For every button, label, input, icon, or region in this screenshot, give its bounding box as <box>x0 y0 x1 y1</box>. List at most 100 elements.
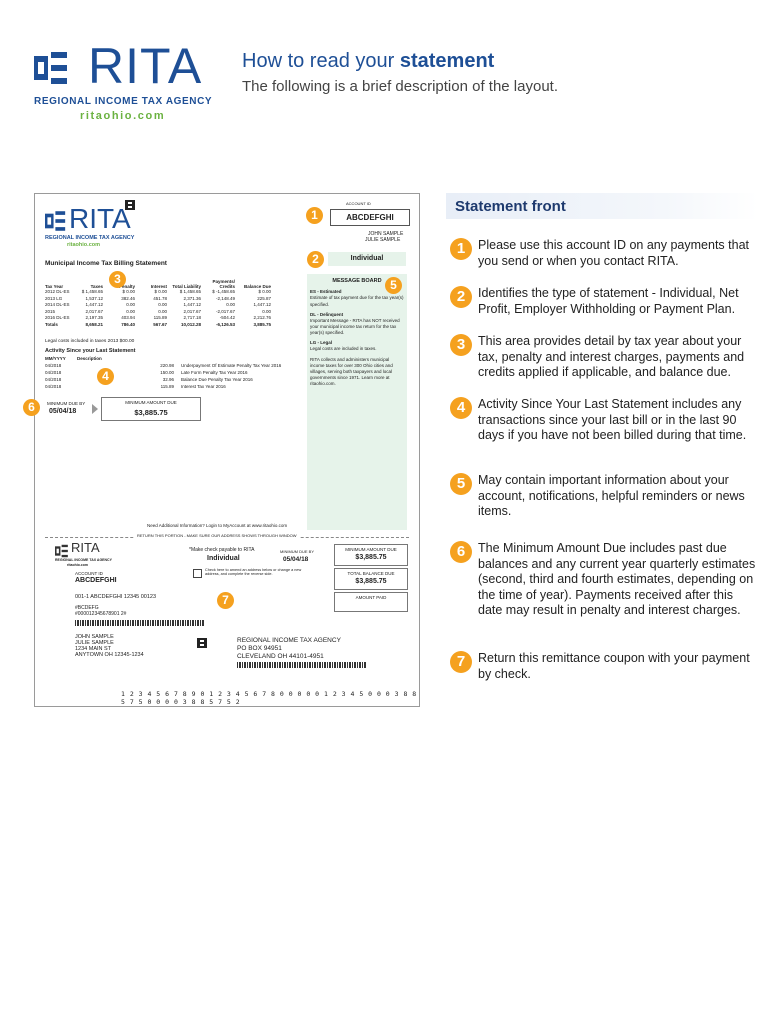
message-board: MESSAGE BOARD ES - Estimated Estimate of… <box>307 274 407 530</box>
payable-note: *Make check payable to RITA <box>189 547 255 553</box>
statement-logo-text: RITA <box>69 203 131 234</box>
coupon-account-type: Individual <box>207 555 240 562</box>
table-cell: 2015 <box>45 308 56 314</box>
min-amount-label: MINIMUM AMOUNT DUE <box>125 400 177 405</box>
message-heading: ES - Estimated <box>310 289 342 295</box>
page-title-pre: How to read your <box>242 50 400 72</box>
table-cell: 1,447.12 <box>183 302 201 307</box>
mail-name-2: JULIE SAMPLE <box>75 640 114 646</box>
activity-date: 04/2018 <box>45 370 62 375</box>
table-cell: 2013 LG <box>45 295 63 301</box>
account-holder-2: JULIE SAMPLE <box>365 237 401 243</box>
statement-front-title: Statement front <box>455 198 566 215</box>
table-cell: 2016 DL-ES <box>45 315 70 320</box>
table-cell: 567.67 <box>153 321 167 327</box>
col-payments-credits: Payments/ Credits <box>212 279 235 289</box>
table-cell: 0.00 <box>126 302 135 307</box>
coupon-code-1: #BCDEFG <box>75 605 99 611</box>
return-portion-note: RETURN THIS PORTION - MAKE SURE OUR ADDR… <box>135 533 299 539</box>
table-cell: 115.89 <box>153 315 167 320</box>
table-cell: 0.00 <box>126 308 135 314</box>
activity-title: Activity Since your Last Statement <box>45 348 136 354</box>
table-cell: 2014 DL-ES <box>45 302 70 307</box>
table-cell: 8,658.21 <box>85 321 103 327</box>
number-badge: 2 <box>450 286 472 308</box>
message-text: Estimate of tax payment due for the tax … <box>310 295 404 307</box>
amount-paid-box[interactable]: AMOUNT PAID <box>334 592 408 612</box>
amount-paid-label: AMOUNT PAID <box>355 595 387 600</box>
account-type-box: Individual <box>328 252 406 266</box>
table-cell: -2,148.49 <box>215 295 235 301</box>
coupon-min-due-date: 05/04/18 <box>283 556 309 563</box>
address-change-checkbox[interactable] <box>193 569 202 578</box>
message-text: RITA collects and administers municipal … <box>310 356 393 387</box>
table-cell: 1,447.12 <box>253 302 271 307</box>
number-badge: 6 <box>450 541 472 563</box>
marker-3: 3 <box>109 271 126 288</box>
table-cell: 10,012.28 <box>180 321 201 327</box>
coupon-account-id-label: ACCOUNT ID <box>75 571 103 576</box>
activity-amount: 220.98 <box>160 363 174 368</box>
activity-amount: 150.00 <box>160 370 174 375</box>
sample-statement: RITA REGIONAL INCOME TAX AGENCY ritaohio… <box>23 193 420 707</box>
postal-barcode-icon <box>75 620 205 626</box>
activity-date: 04/2018 <box>45 377 62 382</box>
arrow-right-icon <box>92 404 98 414</box>
table-cell: -504.42 <box>219 315 235 320</box>
min-due-by-label: MINIMUM DUE BY <box>47 401 86 406</box>
activity-desc: Interest Tax Year 2016 <box>181 384 226 389</box>
account-id-label: ACCOUNT ID <box>346 201 371 206</box>
activity-col-date: MM/YYYY <box>45 356 66 361</box>
table-cell: 1,447.12 <box>85 302 103 307</box>
explanation-text: Identifies the type of statement - Indiv… <box>478 286 739 316</box>
coupon-url: ritaohio.com <box>67 563 89 567</box>
message-heading: LG - Legal <box>310 339 333 345</box>
min-amount-due-box: MINIMUM AMOUNT DUE $3,885.75 <box>101 397 201 421</box>
activity-date: 04/2018 <box>45 363 62 368</box>
activity-desc: Late Form Penalty Tax Year 2016 <box>181 370 248 375</box>
number-badge: 3 <box>450 334 472 356</box>
mail-name-1: JOHN SAMPLE <box>75 634 114 640</box>
mail-city: ANYTOWN OH 12345-1234 <box>75 652 144 658</box>
account-holder-1: JOHN SAMPLE <box>368 231 404 237</box>
explanation-text: Activity Since Your Last Statement inclu… <box>478 397 747 443</box>
page-subtitle: The following is a brief description of … <box>242 78 559 95</box>
mini-rita-logo-icon <box>45 211 66 231</box>
min-amount-value: $3,885.75 <box>134 408 168 417</box>
logo-agency-name: REGIONAL INCOME TAX AGENCY <box>34 96 213 107</box>
activity-amount: 115.89 <box>160 384 174 389</box>
activity-date: 04/2018 <box>45 384 62 389</box>
logo-rita-text: RITA <box>88 38 203 94</box>
scan-line: 1 2 3 4 5 6 7 8 9 0 1 2 3 4 5 6 7 8 0 0 … <box>121 690 417 706</box>
mail-street: 1234 MAIN ST <box>75 646 112 652</box>
message-heading: DL - Delinquent <box>310 311 344 317</box>
table-cell: 0.00 <box>158 308 167 314</box>
rita-postal-barcode-icon <box>237 662 367 668</box>
table-cell: 0.00 <box>226 302 235 307</box>
marker-6: 6 <box>23 399 40 416</box>
statement-title: Municipal Income Tax Billing Statement <box>45 260 167 267</box>
coupon-rita-logo-icon <box>55 544 68 558</box>
table-cell: 2,212.76 <box>253 315 271 320</box>
coupon-code-line: 001-1 ABCDEFGHI 12345 00123 <box>75 594 157 600</box>
account-id-box: ABCDEFGHI <box>330 209 410 226</box>
statement-front-header <box>446 193 758 219</box>
rita-logo-mark-icon <box>34 52 67 84</box>
legal-costs-note: Legal costs included in taxes 2013 $00.0… <box>45 339 135 344</box>
col-interest: Interest <box>150 284 167 289</box>
coupon-qr-code-icon <box>197 638 207 648</box>
table-cell: 403.94 <box>121 315 135 320</box>
coupon-min-amount-value: $3,885.75 <box>355 554 387 561</box>
table-cell: 451.78 <box>153 295 167 301</box>
table-cell: $ 1,458.65 <box>179 289 201 294</box>
rita-address-3: CLEVELAND OH 44101-4951 <box>237 653 324 660</box>
number-badge: 5 <box>450 473 472 495</box>
activity-desc: Balance Due Penalty Tax Year 2016 <box>181 377 253 382</box>
statement-url: ritaohio.com <box>67 242 101 248</box>
table-cell: -6,126.53 <box>215 321 235 327</box>
logo-url[interactable]: ritaohio.com <box>80 110 166 122</box>
coupon-code-2: #000012345678901 2# <box>75 611 127 617</box>
